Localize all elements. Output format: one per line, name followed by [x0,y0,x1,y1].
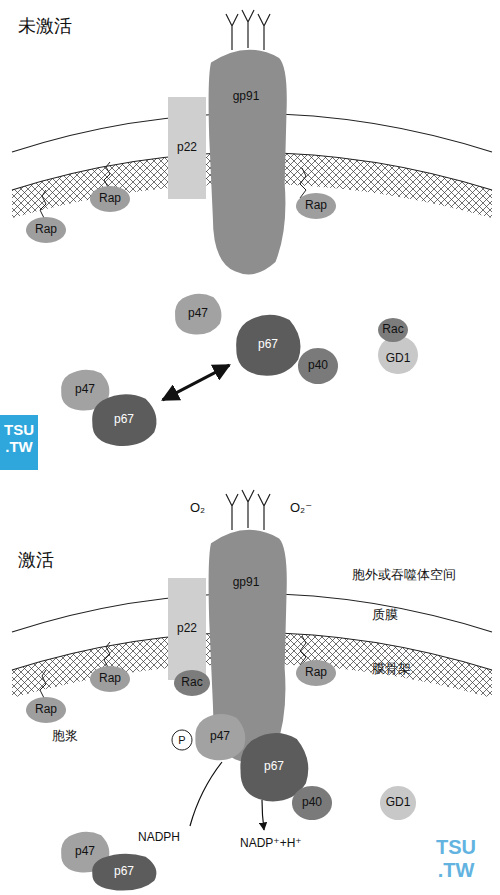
anchor-line [40,190,46,218]
protein-node: p40 [298,348,338,384]
protein-node: Rap [26,217,66,243]
node-shape [175,294,221,335]
node-shape [209,50,287,275]
node-shape [26,217,66,243]
protein-node: p67 [88,392,160,448]
node-shape [90,186,130,212]
flow-arrow [262,800,264,830]
text-label: TSU .TW [428,836,484,882]
protein-node: Rap [296,660,336,686]
flow-line [190,762,222,826]
protein-node: p47 [192,712,248,762]
text-label: 胞浆 [52,727,78,745]
node-label: Rap [305,666,327,679]
node-label: p67 [264,760,284,773]
protein-node: p22 [168,97,206,199]
node-shape [174,670,210,696]
node-label: p40 [302,796,322,809]
protein-node: p67 [88,852,160,892]
node-shape [168,97,206,199]
sugar-chain [226,490,270,530]
node-shape [172,730,192,750]
protein-node: gp91 [200,44,292,276]
node-outline [200,44,292,276]
text-label: 膜骨架 [372,660,411,678]
text-label: NADPH [138,830,180,844]
node-shape [236,315,300,376]
node-label: Rac [181,676,202,689]
node-shape [378,336,418,374]
text-label: 未激活 [18,14,72,38]
node-label: p67 [114,865,134,878]
node-shape [195,714,245,760]
protein-node: P [172,730,192,750]
node-label: p47 [210,730,230,743]
node-shape [92,854,156,891]
text-label: O₂ [190,500,205,515]
protein-node: p67 [232,312,304,378]
protein-node: Rac [174,670,210,696]
node-label: GD1 [386,352,411,365]
node-shape [296,660,336,686]
protein-node: Rac [378,318,408,342]
node-label: Rap [99,672,121,685]
anchor-line [104,642,110,667]
node-label: p40 [308,359,328,372]
sugar-chain [226,10,270,50]
node-label: Rac [382,323,403,336]
node-label: p47 [75,383,95,396]
node-label: gp91 [233,90,260,103]
text-label: 激活 [18,548,54,572]
watermark-box [0,415,38,470]
anchor-line [40,670,46,698]
node-label: Rap [35,703,57,716]
equilibrium-arrow [163,365,230,400]
text-label: TSU .TW [2,421,36,456]
node-label: Rap [99,192,121,205]
node-shape [90,666,130,692]
protein-node: Rap [296,193,336,219]
node-shape [292,786,332,820]
protein-node: p40 [292,786,332,820]
protein-node: Rap [90,186,130,212]
node-shape [92,394,156,446]
node-label: p47 [75,845,95,858]
node-shape [380,786,416,820]
node-shape [298,348,338,384]
protein-node: p22 [168,578,206,680]
node-shape [26,697,66,723]
node-label: p67 [114,413,134,426]
protein-node: GD1 [380,786,416,820]
node-label: p67 [258,338,278,351]
anchor-line [300,168,306,198]
node-shape [296,193,336,219]
protein-node: Rap [90,666,130,692]
protein-node: Rap [26,697,66,723]
text-label: 质膜 [372,606,398,624]
node-label: Rap [35,223,57,236]
node-label: GD1 [386,796,411,809]
node-label: Rap [305,199,327,212]
text-label: 胞外或吞噬体空间 [352,566,456,584]
text-label: O₂⁻ [290,500,312,515]
node-label: p47 [188,307,208,320]
node-label: p22 [177,141,197,154]
anchor-line [300,636,306,665]
node-label: p22 [177,622,197,635]
node-shape [378,318,408,342]
anchor-line [104,162,110,187]
protein-node: GD1 [378,336,418,374]
node-shape [168,578,206,680]
text-label: NADP⁺+H⁺ [240,836,302,850]
node-label: P [178,734,185,746]
node-label: gp91 [233,576,260,589]
protein-node: p47 [172,292,224,336]
